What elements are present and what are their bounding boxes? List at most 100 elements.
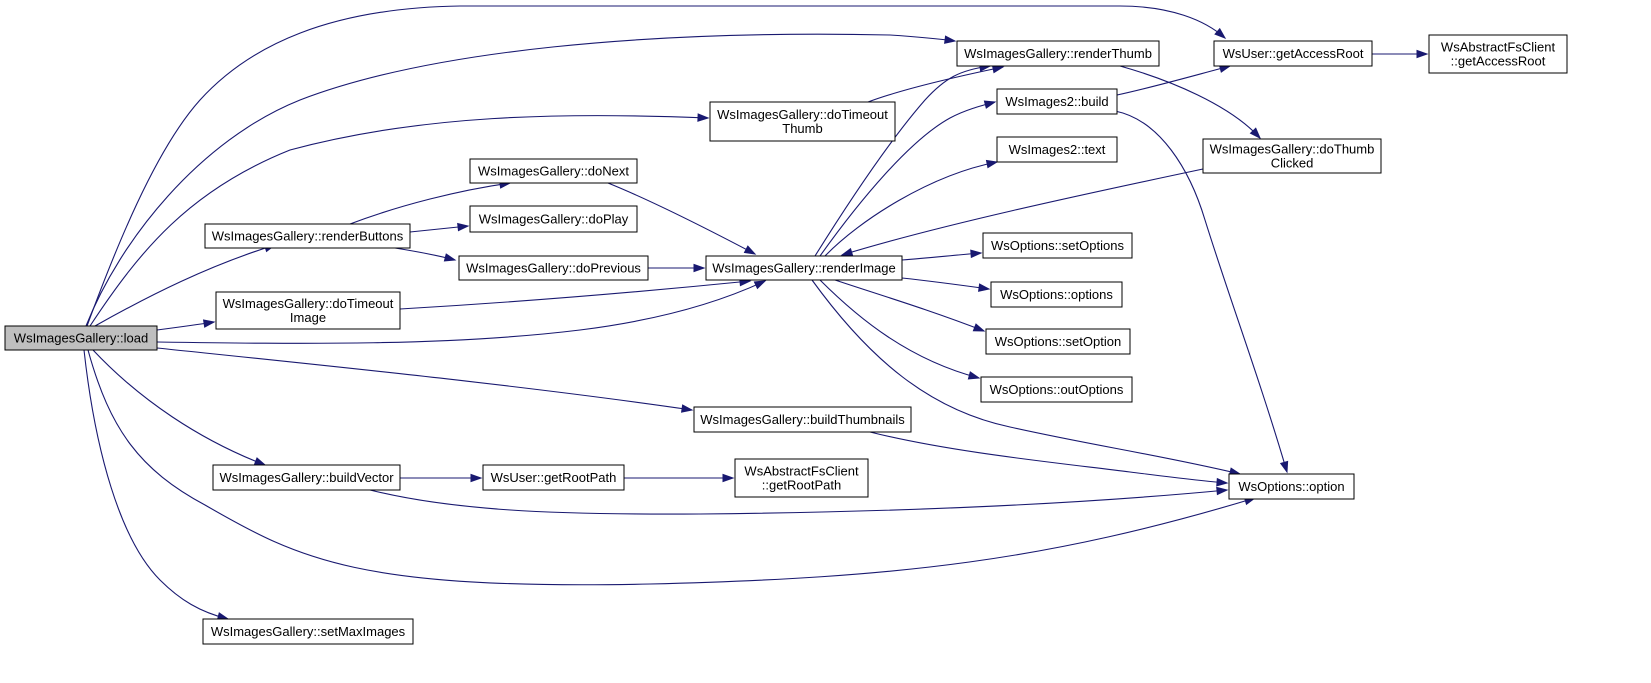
edge-line xyxy=(824,161,998,257)
node-label: WsOptions::outOptions xyxy=(990,382,1124,397)
arrowhead-icon xyxy=(1416,49,1429,59)
node-label: WsUser::getRootPath xyxy=(491,470,617,485)
arrowhead-icon xyxy=(944,35,957,44)
node-label: WsImagesGallery::load xyxy=(14,331,148,346)
node-box xyxy=(469,158,638,184)
arrowhead-icon xyxy=(457,222,470,232)
node-label: ::getRootPath xyxy=(762,478,842,493)
node-setOption[interactable]: WsOptions::setOption xyxy=(985,328,1131,355)
edge-line xyxy=(1116,65,1231,96)
node-box xyxy=(996,88,1118,115)
edge-line xyxy=(369,489,1228,515)
node-label: WsImagesGallery::doPrevious xyxy=(466,261,641,276)
node-setOptions[interactable]: WsOptions::setOptions xyxy=(982,232,1133,259)
node-load[interactable]: WsImagesGallery::load xyxy=(4,325,158,351)
node-renderThumb[interactable]: WsImagesGallery::renderThumb xyxy=(956,40,1160,67)
node-doPrevious[interactable]: WsImagesGallery::doPrevious xyxy=(458,255,649,281)
node-label: ::getAccessRoot xyxy=(1451,54,1546,69)
edge-load-to-renderThumb xyxy=(85,33,957,327)
node-box xyxy=(1228,473,1355,500)
edge-renderImage-to-setOption xyxy=(834,279,986,332)
node-label: WsImages2::build xyxy=(1005,94,1108,109)
node-getAccessRoot[interactable]: WsUser::getAccessRoot xyxy=(1213,40,1373,67)
arrowhead-icon xyxy=(1216,477,1229,487)
node-box xyxy=(1428,34,1568,74)
node-buildVector[interactable]: WsImagesGallery::buildVector xyxy=(212,464,401,491)
arrowhead-icon xyxy=(985,159,999,169)
node-buildThumbnails[interactable]: WsImagesGallery::buildThumbnails xyxy=(693,406,912,433)
edge-line xyxy=(811,279,1241,475)
node-option[interactable]: WsOptions::option xyxy=(1228,473,1355,500)
edge-line xyxy=(156,280,766,344)
node-box xyxy=(4,325,158,351)
edge-line xyxy=(86,5,1226,327)
arrowhead-icon xyxy=(202,319,216,328)
node-box xyxy=(215,291,401,330)
edge-line xyxy=(87,349,1256,586)
arrowhead-icon xyxy=(1214,27,1227,39)
node-renderImage[interactable]: WsImagesGallery::renderImage xyxy=(705,255,903,281)
node-box xyxy=(705,255,903,281)
edge-images2Build-to-option xyxy=(1114,110,1289,474)
edge-line xyxy=(867,66,1004,103)
edge-doNext-to-renderImage xyxy=(607,182,757,255)
node-box xyxy=(202,618,414,645)
node-images2Text[interactable]: WsImages2::text xyxy=(996,136,1118,163)
edge-renderImage-to-images2Build xyxy=(819,100,997,257)
node-images2Build[interactable]: WsImages2::build xyxy=(996,88,1118,115)
edge-renderImage-to-options xyxy=(901,277,991,292)
edge-line xyxy=(94,244,276,327)
edge-line xyxy=(85,33,956,327)
edge-load-to-setMaxImages xyxy=(83,349,230,621)
node-box xyxy=(212,464,401,491)
arrowhead-icon xyxy=(972,323,986,332)
call-graph-edges xyxy=(83,5,1429,621)
node-getRootPath[interactable]: WsUser::getRootPath xyxy=(482,464,625,491)
node-label: WsImages2::text xyxy=(1009,142,1106,157)
node-doNext[interactable]: WsImagesGallery::doNext xyxy=(469,158,638,184)
node-box xyxy=(482,464,625,491)
arrowhead-icon xyxy=(443,253,457,262)
node-label: WsImagesGallery::doTimeout xyxy=(717,107,888,122)
node-setMaxImages[interactable]: WsImagesGallery::setMaxImages xyxy=(202,618,414,645)
node-label: WsImagesGallery::buildVector xyxy=(219,470,394,485)
arrowhead-icon xyxy=(680,404,694,413)
edge-line xyxy=(399,280,751,310)
node-label: WsUser::getAccessRoot xyxy=(1223,46,1364,61)
node-box xyxy=(734,458,869,498)
node-label: WsOptions::options xyxy=(1000,287,1113,302)
arrowhead-icon xyxy=(967,371,981,380)
node-label: Clicked xyxy=(1271,156,1314,171)
arrowhead-icon xyxy=(970,249,983,259)
arrowhead-icon xyxy=(470,473,483,483)
node-outOptions[interactable]: WsOptions::outOptions xyxy=(980,376,1133,403)
node-doPlay[interactable]: WsImagesGallery::doPlay xyxy=(469,205,638,233)
edge-load-to-doTimeoutThumb xyxy=(89,113,710,327)
edge-line xyxy=(814,65,991,257)
arrowhead-icon xyxy=(1249,127,1262,140)
node-options[interactable]: WsOptions::options xyxy=(990,281,1123,308)
edge-buildThumbnails-to-option xyxy=(869,431,1229,487)
arrowhead-icon xyxy=(978,283,991,292)
node-box xyxy=(709,101,896,142)
arrowhead-icon xyxy=(722,473,735,483)
edge-buildVector-to-getRootPath xyxy=(400,473,483,483)
node-label: WsOptions::setOptions xyxy=(991,238,1124,253)
arrowhead-icon xyxy=(753,280,767,290)
node-renderButtons[interactable]: WsImagesGallery::renderButtons xyxy=(204,223,411,249)
node-fsGetAccessRoot[interactable]: WsAbstractFsClient::getAccessRoot xyxy=(1428,34,1568,74)
edge-renderImage-to-setOptions xyxy=(901,249,983,261)
edge-line xyxy=(834,279,985,332)
node-box xyxy=(985,328,1131,355)
node-box xyxy=(204,223,411,249)
edge-load-to-getAccessRoot xyxy=(86,5,1227,327)
node-fsGetRootPath[interactable]: WsAbstractFsClient::getRootPath xyxy=(734,458,869,498)
edge-getRootPath-to-fsGetRootPath xyxy=(624,473,735,483)
edge-line xyxy=(841,168,1204,256)
edge-doTimeoutThumb-to-renderThumb xyxy=(867,64,1005,103)
node-label: WsAbstractFsClient xyxy=(744,464,859,479)
arrowhead-icon xyxy=(991,64,1005,74)
